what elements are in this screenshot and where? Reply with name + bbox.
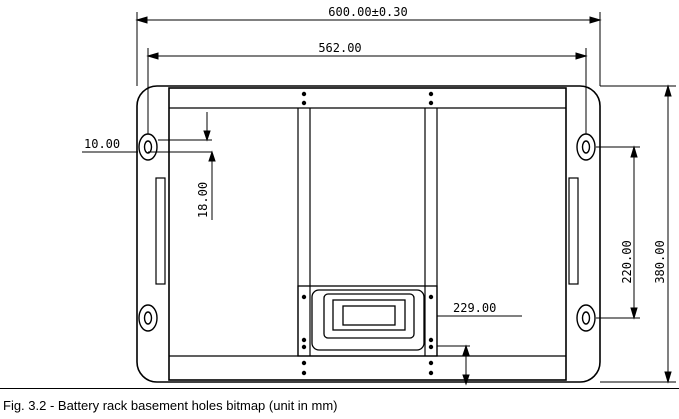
center-rails: [297, 108, 438, 356]
right-bracket: [568, 177, 579, 285]
dimension-lower-offset: [437, 315, 522, 386]
dimension-overall-height: [600, 84, 676, 384]
technical-drawing: 600.00±0.30 562.00 10.00 18.00 220.00 38…: [82, 5, 676, 386]
bolt-dots: [301, 91, 434, 376]
hole-vertical-spacing-label: 220.00: [620, 240, 634, 283]
hole-drop-label: 18.00: [196, 182, 210, 218]
overall-width-label: 600.00±0.30: [328, 5, 407, 19]
edge-offset-label: 10.00: [84, 137, 120, 151]
dimension-overall-width: [135, 12, 602, 86]
figure-caption: Fig. 3.2 - Battery rack basement holes b…: [3, 398, 338, 413]
overall-height-label: 380.00: [653, 240, 667, 283]
dimension-edge-offset: [82, 112, 212, 153]
hole-spacing-label: 562.00: [318, 41, 361, 55]
caption-divider: [0, 388, 679, 389]
terminal-box: [297, 285, 438, 357]
mounting-hole-icon: [138, 133, 596, 332]
left-bracket: [155, 177, 166, 285]
lower-offset-label: 229.00: [453, 301, 496, 315]
dimension-hole-spacing: [146, 48, 588, 134]
rack-outline: [136, 85, 601, 383]
rack-inner-frame: [168, 87, 567, 381]
dimension-hole-vertical-spacing: [596, 145, 640, 320]
dimension-hole-drop: [208, 150, 216, 220]
